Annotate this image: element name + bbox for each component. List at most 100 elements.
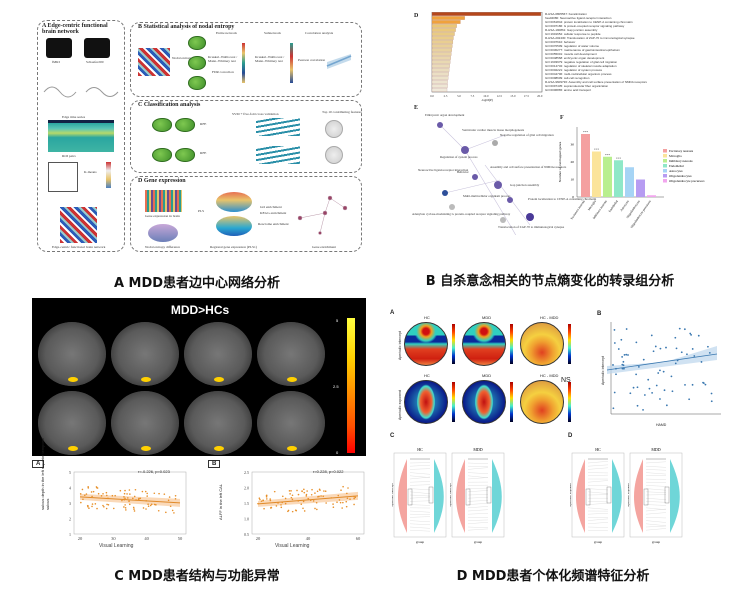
data-point (674, 336, 677, 339)
enrichment-bar (431, 40, 454, 44)
data-point (697, 334, 700, 337)
net-label: Behavior (457, 170, 469, 174)
data-point (133, 508, 135, 510)
topomap-title: MDD (482, 315, 492, 320)
plot-b-label: B (208, 460, 221, 468)
y-label: Aperiodic exponent (628, 483, 630, 507)
x-label: group (416, 540, 424, 544)
data-point (123, 492, 126, 495)
net-label: Multi-multicellular organism process (463, 194, 511, 198)
data-point (128, 489, 131, 491)
x-label: -log10(P) (481, 98, 493, 102)
data-point (621, 363, 624, 366)
data-point (354, 496, 357, 499)
time-series-icon (43, 86, 119, 98)
y-tick: 30 (571, 143, 575, 147)
label-d: D (414, 13, 419, 19)
activation-blob (286, 377, 297, 383)
gene-expression-box (130, 176, 362, 252)
nodal-diff-label: Nodal entropy difference (145, 245, 181, 249)
term-label: GO:0061844: protein localization to CENP… (545, 20, 633, 24)
term-label: GO:0070509: regulation of water volume (545, 44, 599, 48)
test-label-2: Kruskal–Wallis test / Mann–Whitney test (255, 55, 285, 63)
data-point (691, 348, 694, 350)
data-point (625, 328, 628, 330)
net-label: Embryonic organ development (425, 113, 465, 117)
data-point (294, 509, 297, 511)
brain-hc-c (152, 118, 172, 132)
data-point (105, 491, 108, 494)
data-point (124, 497, 126, 500)
net-label: Gap junction assembly (510, 183, 540, 187)
reactome-label: Reactome enrichment (258, 222, 289, 226)
boxplot-mdd (428, 486, 434, 504)
cell-type-bar (614, 160, 623, 197)
data-point (303, 510, 306, 512)
data-point (315, 501, 318, 504)
term-label: GO:0044706: multi-multicellular organism… (545, 72, 612, 76)
net-label: Assembly and cell surface presentation o… (490, 165, 567, 169)
paired-line (467, 472, 489, 474)
enrichment-network (437, 122, 534, 235)
x-tick: Oligodendrocyte precursors (629, 199, 652, 229)
data-point (275, 505, 278, 507)
data-point (612, 407, 615, 410)
data-point (168, 496, 171, 498)
paired-line (467, 475, 489, 478)
data-point (92, 490, 95, 493)
data-point (158, 492, 160, 495)
data-point (258, 497, 261, 499)
cell-type-bar (592, 151, 601, 197)
paired-line (645, 488, 667, 491)
enrichment-bar (431, 20, 461, 24)
data-point (346, 492, 348, 495)
data-point (290, 490, 292, 492)
feature-matrix-1 (256, 118, 300, 136)
paired-line (645, 508, 667, 512)
y-tick: 4 (69, 486, 71, 491)
topomap (404, 322, 448, 366)
data-point (269, 498, 272, 500)
data-point (121, 499, 123, 502)
enrichment-bar (431, 60, 451, 64)
x-tick: 10.0 (483, 94, 489, 98)
entropy-diff-brain (148, 224, 178, 242)
label-f: F (560, 115, 564, 121)
enrichment-bar (431, 64, 450, 68)
x-tick: 40 (306, 536, 311, 541)
edge-matrix-small (138, 48, 170, 76)
paired-line (409, 494, 431, 497)
data-point (338, 499, 341, 501)
data-point (665, 404, 668, 407)
gene-network (297, 195, 348, 235)
data-point (342, 501, 344, 504)
boxplot-hc (465, 488, 471, 506)
activation-blob (67, 446, 78, 452)
data-point (119, 489, 122, 492)
data-point (265, 494, 268, 497)
data-point (642, 408, 644, 411)
paired-line (645, 498, 667, 500)
paired-line (645, 475, 667, 476)
x-tick: 0.0 (430, 94, 434, 98)
paired-line (645, 461, 667, 464)
data-point (280, 504, 282, 506)
term-label: GO:1901652: cellular response to peptide (545, 32, 601, 36)
paired-line (467, 500, 489, 502)
term-label: R-HSA-9609736: Assembly and cell surface… (545, 80, 647, 84)
data-point (671, 390, 674, 393)
schaefer-label: Schaefer200 (86, 60, 104, 64)
topomap-colorbar (452, 382, 455, 422)
term-label: R-HSA-202430: Translocation of ZAP-70 to… (545, 36, 635, 40)
data-point (80, 501, 82, 504)
data-point (81, 488, 84, 491)
paired-line (467, 526, 489, 528)
enrichment-bar (431, 84, 448, 88)
plot-b-xlabel: Visual Learning (275, 543, 310, 549)
net-label: Regulation of system process (440, 155, 478, 159)
data-point (620, 338, 623, 341)
data-point (127, 497, 129, 499)
data-point (125, 509, 127, 511)
